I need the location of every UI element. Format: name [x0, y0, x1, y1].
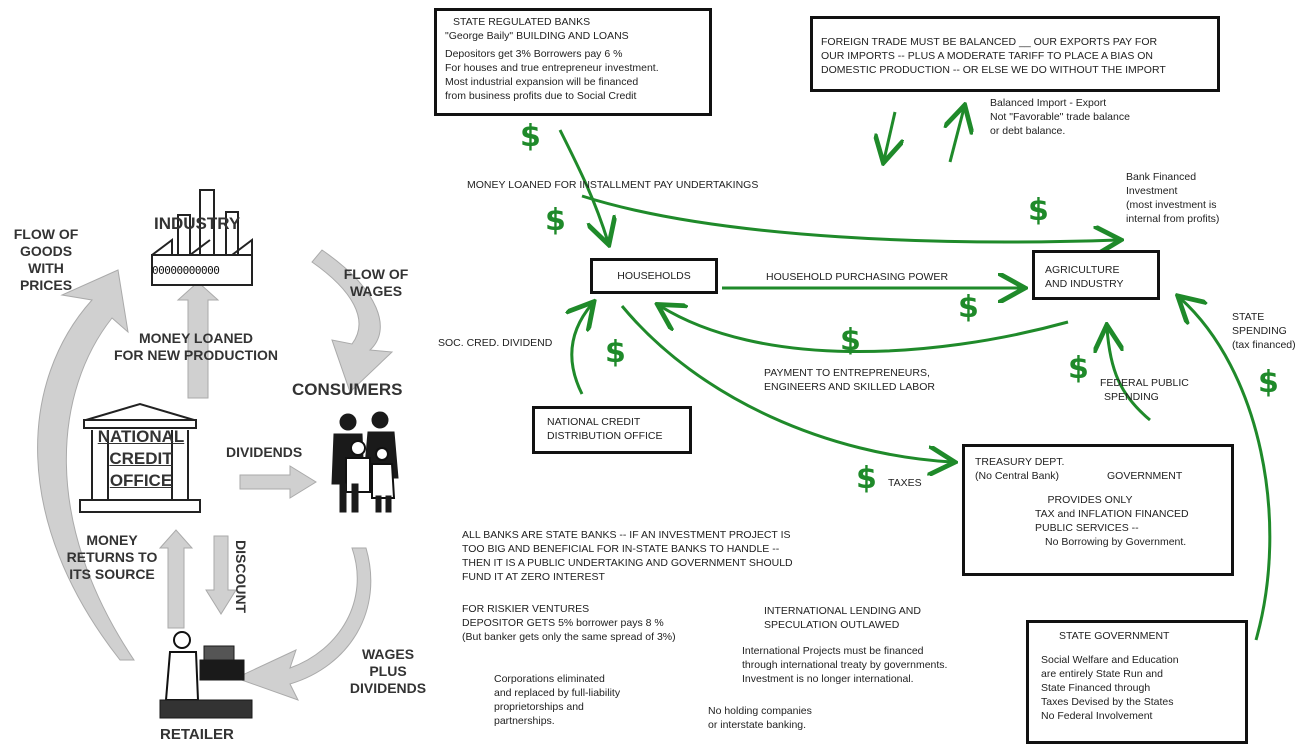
consumers-label: CONSUMERS: [292, 380, 403, 399]
state-gov-title: STATE GOVERNMENT: [1059, 630, 1170, 642]
agri-label: AND INDUSTRY: [1045, 278, 1124, 290]
state-gov-line: are entirely State Run and: [1041, 668, 1163, 680]
money-loaned-arrow: [176, 281, 220, 399]
dollar-icon: $: [1258, 365, 1279, 400]
factory-windows: 00000000000: [152, 264, 220, 277]
dollar-icon: $: [856, 461, 877, 496]
discount-arrow: [205, 535, 237, 615]
banks-title: STATE REGULATED BANKS: [453, 16, 591, 28]
foreign-line: OUR IMPORTS -- PLUS A MODERATE TARIFF TO…: [821, 50, 1153, 62]
foreign-trade-box: FOREIGN TRADE MUST BE BALANCED __ OUR EX…: [810, 16, 1220, 92]
money-loaned-installment-label: MONEY LOANED FOR INSTALLMENT PAY UNDERTA…: [467, 179, 759, 191]
import-down-arrow: [884, 111, 895, 160]
banks-line: from business profits due to Social Cred…: [445, 90, 637, 102]
state-gov-line: Social Welfare and Education: [1041, 654, 1179, 666]
all-banks-note: ALL BANKS ARE STATE BANKS -- IF AN INVES…: [462, 529, 793, 583]
discount-label: DISCOUNT: [233, 540, 249, 614]
treasury-sub: (No Central Bank): [975, 470, 1060, 482]
flow-wages-arrow: [311, 249, 394, 393]
foreign-line: DOMESTIC PRODUCTION -- OR ELSE WE DO WIT…: [821, 64, 1166, 76]
state-government-box: STATE GOVERNMENT Social Welfare and Educ…: [1026, 620, 1248, 744]
soc-cred-dividend-label: SOC. CRED. DIVIDEND: [438, 337, 553, 349]
banks-line: Most industrial expansion will be financ…: [445, 76, 639, 88]
dividends-arrow: [239, 465, 317, 499]
taxes-arrow: [620, 305, 952, 462]
industry-label: INDUSTRY: [154, 214, 241, 233]
money-returns-arrow: [158, 529, 194, 629]
households-box: HOUSEHOLDS: [590, 258, 718, 294]
family-icon: [331, 411, 399, 513]
dollar-icon: $: [545, 203, 566, 238]
banks-line: "George Baily" BUILDING AND LOANS: [445, 30, 629, 42]
dollar-icon: $: [520, 119, 541, 154]
factory-icon: [151, 189, 253, 286]
federal-spending-arrow: [1107, 328, 1151, 422]
agriculture-industry-box: AGRICULTURE AND INDUSTRY: [1032, 250, 1160, 300]
treasury-title: TREASURY DEPT.: [975, 456, 1065, 468]
dollar-icon: $: [605, 335, 626, 370]
government-label: GOVERNMENT: [1107, 470, 1183, 482]
ncdo-label: DISTRIBUTION OFFICE: [547, 430, 663, 442]
provides-line: PUBLIC SERVICES --: [1035, 522, 1139, 534]
retailer-icon: [159, 631, 253, 719]
dollar-icon: $: [1028, 193, 1049, 228]
payment-label: PAYMENT TO ENTREPRENEURS,ENGINEERS AND S…: [764, 367, 935, 393]
state-regulated-banks-box: STATE REGULATED BANKS "George Baily" BUI…: [434, 8, 712, 116]
national-credit-distribution-box: NATIONAL CREDIT DISTRIBUTION OFFICE: [532, 406, 692, 454]
provides-line: No Borrowing by Government.: [1045, 536, 1187, 548]
wages-dividends-arrow: [234, 547, 372, 701]
banks-line: For houses and true entrepreneur investm…: [445, 62, 659, 74]
agri-label: AGRICULTURE: [1045, 264, 1120, 276]
state-gov-line: Taxes Devised by the States: [1041, 696, 1174, 708]
state-spending-arrow: [1180, 298, 1272, 641]
payment-arrow: [660, 306, 1069, 354]
bank-to-agri-arrow: [581, 194, 1118, 242]
dividends-label: DIVIDENDS: [226, 444, 303, 460]
provides-line: TAX and INFLATION FINANCED: [1035, 508, 1189, 520]
households-label: HOUSEHOLDS: [617, 270, 691, 282]
flow-goods-arrow: [37, 269, 135, 661]
dividend-arrow: [572, 304, 592, 395]
ncdo-label: NATIONAL CREDIT: [547, 416, 641, 428]
dollar-icon: $: [840, 323, 861, 358]
state-gov-line: No Federal Involvement: [1041, 710, 1153, 722]
dollar-icon: $: [1068, 351, 1089, 386]
state-gov-line: State Financed through: [1041, 682, 1151, 694]
taxes-label: TAXES: [888, 477, 922, 489]
export-up-arrow: [950, 108, 964, 163]
household-purchasing-label: HOUSEHOLD PURCHASING POWER: [766, 271, 949, 283]
bank-to-households-arrow: [558, 129, 608, 242]
retailer-label: RETAILER: [160, 726, 234, 743]
provides-line: PROVIDES ONLY: [1047, 494, 1133, 506]
foreign-line: FOREIGN TRADE MUST BE BALANCED __ OUR EX…: [821, 36, 1158, 48]
banks-line: Depositors get 3% Borrowers pay 6 %: [445, 48, 623, 60]
bank-building-icon: [79, 402, 201, 513]
dollar-icon: $: [958, 290, 979, 325]
treasury-box: TREASURY DEPT. (No Central Bank) GOVERNM…: [962, 444, 1234, 576]
